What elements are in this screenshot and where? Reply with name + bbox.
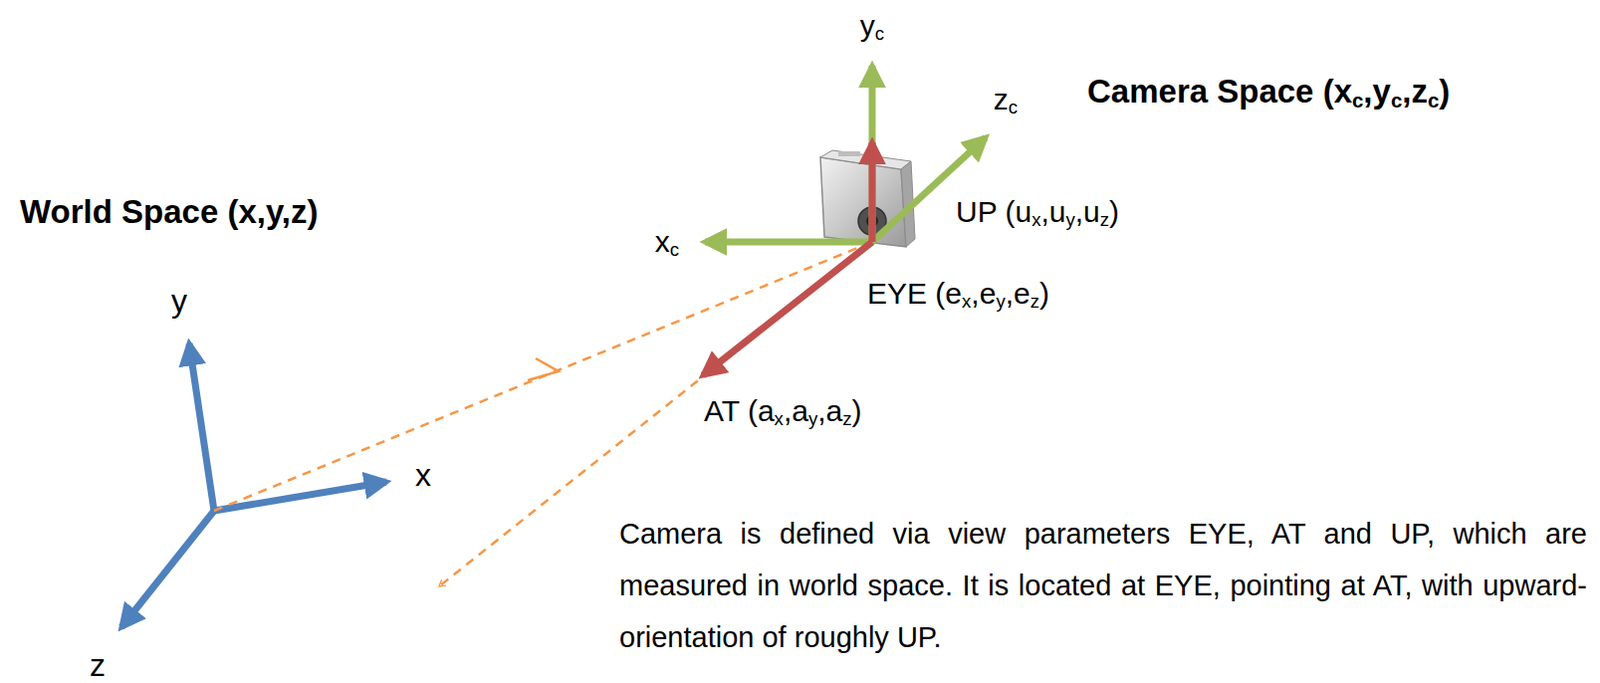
world-axes: [121, 343, 387, 628]
caption-note: Camera is defined via view parameters EY…: [619, 507, 1588, 665]
axis-label: xc: [655, 225, 680, 260]
mid-arrowhead: [527, 358, 559, 381]
space-heading: Camera Space (xc,yc,zc): [1087, 72, 1450, 111]
axis-label: zc: [993, 82, 1018, 118]
view-vectors: [702, 142, 873, 376]
axis-label: x: [415, 457, 432, 494]
axis-label: z: [89, 647, 106, 683]
camera-icon: [820, 150, 915, 247]
axis-label: yc: [860, 8, 885, 44]
camera-axes: [704, 65, 986, 242]
space-heading: World Space (x,y,z): [19, 193, 319, 231]
vector-label: UP (ux,uy,uz): [955, 195, 1120, 230]
axis-label: y: [171, 282, 188, 320]
point-label: AT (ax,ay,az): [703, 394, 863, 430]
point-label: EYE (ex,ey,ez): [867, 276, 1050, 312]
